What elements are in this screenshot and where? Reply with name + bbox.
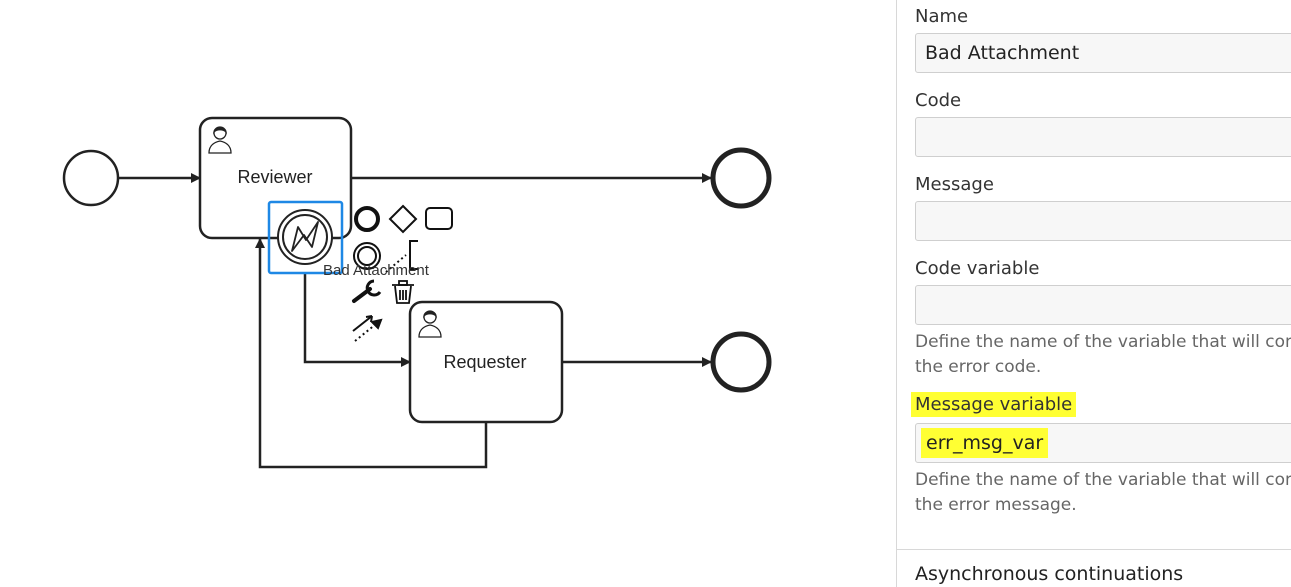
end-event-bottom[interactable] [710,331,772,393]
flow-error-to-requester[interactable] [303,272,411,367]
message-variable-hint-line-2: the error message. [915,495,1077,515]
end-event-icon[interactable] [354,206,380,232]
intermediate-event-icon[interactable] [353,242,381,270]
task-label-reviewer: Reviewer [237,167,313,187]
message-variable-label-text: Message variable [911,392,1077,417]
message-variable-hint: Define the name of the variable that wil… [915,468,1291,518]
text-annotation-icon[interactable] [385,240,418,273]
sequence-flows [119,173,712,469]
section-divider [897,549,1291,550]
gateway-icon[interactable] [388,204,418,234]
boundary-error-event[interactable] [277,209,333,265]
user-icon [208,126,232,154]
code-variable-hint-line-2: the error code. [915,357,1042,377]
code-variable-field[interactable] [915,285,1291,325]
message-variable-value: err_msg_var [921,428,1049,458]
wrench-icon[interactable] [352,279,382,303]
message-variable-hint-line-1: Define the name of the variable that wil… [915,470,1291,490]
name-label: Name [915,6,969,27]
message-variable-field[interactable]: err_msg_var [915,423,1291,463]
task-label-requester: Requester [443,352,527,372]
code-field[interactable] [915,117,1291,157]
flow-requester-to-reviewer[interactable] [255,238,488,469]
bpmn-canvas[interactable]: Reviewer Requester Bad Attachment [0,0,896,587]
code-variable-label: Code variable [915,258,1040,279]
user-icon [418,310,442,338]
code-label: Code [915,90,962,111]
async-continuations-header[interactable]: Asynchronous continuations [915,563,1184,585]
task-icon[interactable] [425,207,453,230]
boundary-event-label: Bad Attachment [323,262,429,279]
task-requester[interactable] [408,300,564,424]
start-event[interactable] [62,149,120,207]
diagram-svg [62,116,772,469]
selection-outline [267,200,344,275]
code-variable-hint: Define the name of the variable that wil… [915,330,1291,380]
end-event-top[interactable] [710,147,772,209]
code-variable-hint-line-1: Define the name of the variable that wil… [915,332,1291,352]
error-icon [291,221,319,252]
context-pad [352,204,453,342]
task-reviewer[interactable] [198,116,353,240]
message-variable-label: Message variable [911,392,1077,417]
message-field[interactable] [915,201,1291,241]
name-field[interactable] [915,33,1291,73]
trash-icon[interactable] [392,280,414,304]
connect-icon[interactable] [352,315,383,342]
properties-panel: Name Code Message Code variable Define t… [896,0,1291,587]
message-label: Message [915,174,994,195]
